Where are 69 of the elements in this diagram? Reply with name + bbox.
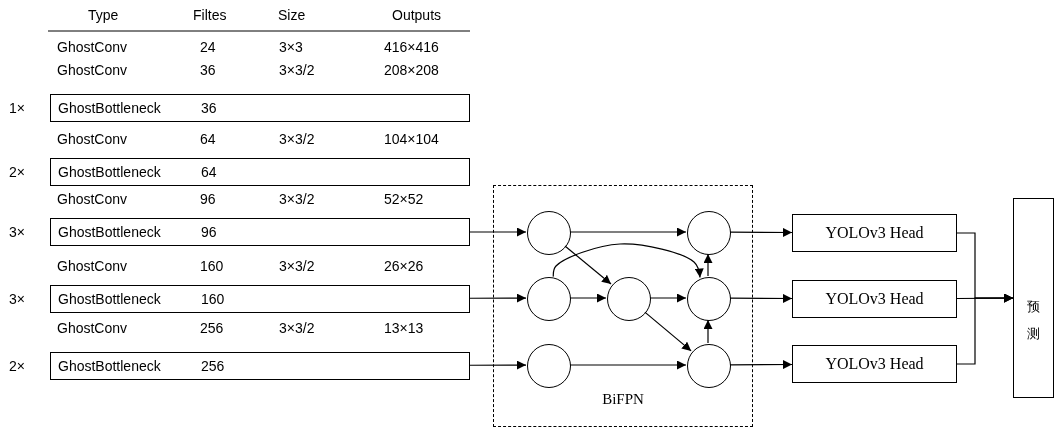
output-size: 13×13 xyxy=(384,320,424,336)
column-header: Type xyxy=(88,7,119,23)
arrow xyxy=(469,227,527,237)
head-box xyxy=(792,280,957,318)
repeat-count: 1× xyxy=(9,100,25,116)
arrow xyxy=(569,293,607,303)
column-header: Size xyxy=(278,7,306,23)
kernel-size: 3×3 xyxy=(279,39,303,55)
filter-count: 36 xyxy=(200,62,216,78)
repeat-count: 3× xyxy=(9,224,25,240)
filter-count: 96 xyxy=(201,224,217,240)
layer-type: GhostBottleneck xyxy=(58,291,161,307)
arrow xyxy=(729,227,793,237)
arrow xyxy=(552,243,704,279)
filter-count: 160 xyxy=(200,258,224,274)
column-header: Outputs xyxy=(392,7,442,23)
layer-type: GhostBottleneck xyxy=(58,164,161,180)
arrow xyxy=(956,293,1014,365)
layer-type: GhostConv xyxy=(57,258,128,274)
repeat-count: 2× xyxy=(9,164,25,180)
group-label: BiFPN xyxy=(601,391,645,407)
layer-type: GhostBottleneck xyxy=(58,100,161,116)
kernel-size: 3×3/2 xyxy=(279,131,315,147)
kernel-size: 3×3/2 xyxy=(279,62,315,78)
layer-type: GhostConv xyxy=(57,39,128,55)
repeat-count: 3× xyxy=(9,291,25,307)
arrow xyxy=(729,360,793,370)
layer-type: GhostConv xyxy=(57,320,128,336)
layer-type: GhostConv xyxy=(57,131,128,147)
arrow xyxy=(569,360,687,370)
head-label: YOLOv3 Head xyxy=(824,356,925,372)
output-size: 208×208 xyxy=(384,62,439,78)
layer-type: GhostConv xyxy=(57,191,128,207)
filter-count: 160 xyxy=(201,291,225,307)
filter-count: 256 xyxy=(200,320,224,336)
kernel-size: 3×3/2 xyxy=(279,320,315,336)
arrow xyxy=(564,245,612,285)
kernel-size: 3×3/2 xyxy=(279,191,315,207)
output-size: 52×52 xyxy=(384,191,424,207)
arrow xyxy=(703,253,713,277)
kernel-size: 3×3/2 xyxy=(279,258,315,274)
arrow xyxy=(569,227,687,237)
column-header: Filtes xyxy=(193,7,227,23)
dashed-group-box xyxy=(493,185,753,427)
arrow xyxy=(469,293,527,303)
head-label: YOLOv3 Head xyxy=(824,291,925,307)
filter-count: 24 xyxy=(200,39,216,55)
filter-count: 96 xyxy=(200,191,216,207)
head-box xyxy=(792,345,957,383)
repeat-count: 2× xyxy=(9,358,25,374)
head-label: YOLOv3 Head xyxy=(824,225,925,241)
layer-type: GhostBottleneck xyxy=(58,224,161,240)
arrow xyxy=(703,319,713,344)
layer-type: GhostConv xyxy=(57,62,128,78)
arrow xyxy=(644,311,692,352)
arrow xyxy=(469,360,527,370)
filter-count: 64 xyxy=(201,164,217,180)
filter-count: 256 xyxy=(201,358,225,374)
prediction-label: 预测 xyxy=(1027,298,1040,344)
arrow xyxy=(649,293,687,303)
layer-type: GhostBottleneck xyxy=(58,358,161,374)
head-box xyxy=(792,214,957,252)
output-size: 104×104 xyxy=(384,131,439,147)
output-size: 26×26 xyxy=(384,258,424,274)
output-size: 416×416 xyxy=(384,39,439,55)
prediction-box xyxy=(1013,198,1054,398)
filter-count: 64 xyxy=(200,131,216,147)
arrow xyxy=(729,293,793,303)
filter-count: 36 xyxy=(201,100,217,116)
